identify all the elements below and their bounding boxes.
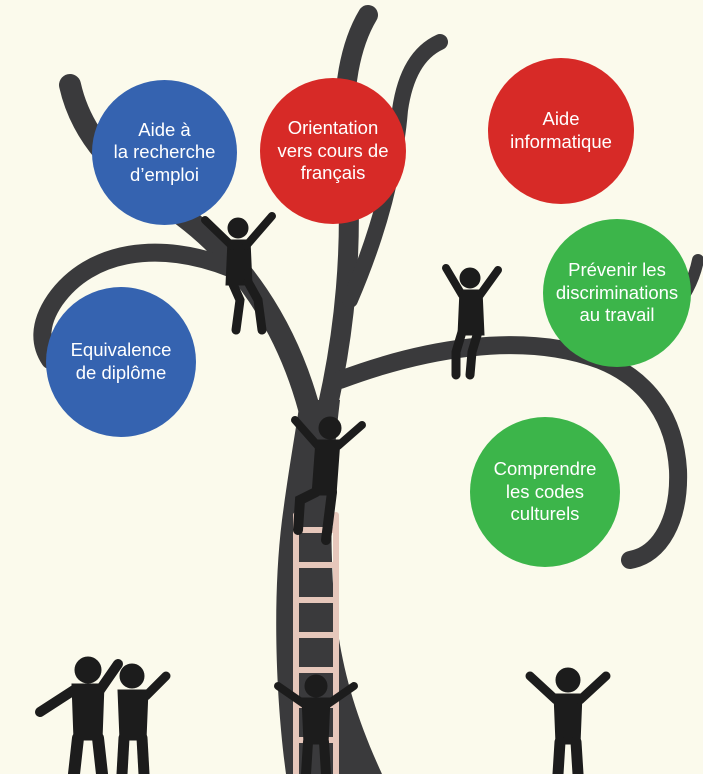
bubble-prevenir-discriminations: Prévenir les discriminations au travail — [543, 219, 691, 367]
bubble-label: Aide informatique — [510, 108, 612, 152]
bubble-label: Comprendre les codes culturels — [493, 458, 597, 525]
bubble-label: Aide à la recherche d’emploi — [113, 118, 216, 185]
bubble-aide-informatique: Aide informatique — [488, 58, 634, 204]
person-sitting-right — [442, 264, 502, 380]
bubble-label: Prévenir les discriminations au travail — [555, 259, 679, 326]
people-pair-left — [35, 656, 171, 774]
person-sitting-left — [201, 212, 276, 335]
bubble-orientation-francais: Orientation vers cours de français — [260, 78, 406, 224]
person-at-ladder — [274, 674, 358, 774]
branch-left-curl — [33, 243, 239, 369]
person-climbing — [291, 416, 366, 545]
branch-right-lower — [331, 336, 688, 569]
bubble-codes-culturels: Comprendre les codes culturels — [470, 417, 620, 567]
bubble-aide-emploi: Aide à la recherche d’emploi — [92, 80, 237, 225]
bubble-label: Equivalence de diplôme — [70, 339, 172, 383]
person-bottom-right — [525, 667, 611, 774]
bubble-label: Orientation vers cours de français — [277, 117, 389, 184]
ladder — [293, 512, 339, 774]
bubble-equivalence-diplome: Equivalence de diplôme — [46, 287, 196, 437]
